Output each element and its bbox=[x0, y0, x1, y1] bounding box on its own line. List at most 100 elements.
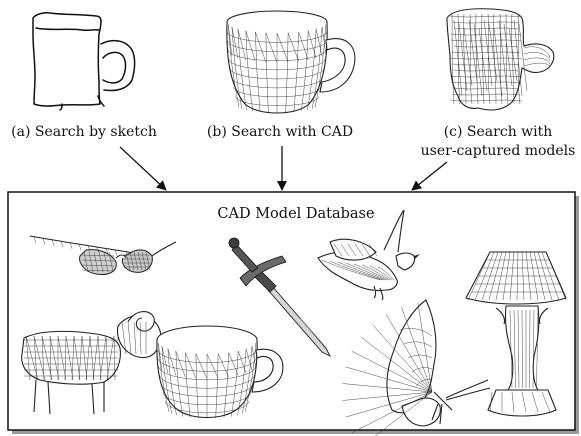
wireframe-edge bbox=[185, 352, 191, 418]
wireframe-edge bbox=[175, 350, 183, 417]
wireframe-edge bbox=[307, 28, 317, 111]
wireframe-edge bbox=[403, 341, 433, 348]
wireframe-edge bbox=[536, 309, 539, 389]
caption-search-with-user-captured-line1: (c) Search with bbox=[444, 124, 553, 140]
lamp-model bbox=[465, 251, 567, 417]
wireframe-edge bbox=[265, 32, 278, 63]
wireframe-edge bbox=[81, 254, 115, 257]
wireframe-edge bbox=[469, 13, 473, 105]
wireframe-edge bbox=[345, 262, 387, 281]
wireframe-edge bbox=[483, 19, 493, 87]
wireframe-edge bbox=[399, 328, 433, 337]
wireframe-edge bbox=[511, 13, 515, 105]
wireframe-edge bbox=[407, 354, 433, 359]
wireframe-edge bbox=[241, 346, 253, 414]
wireframe-edge bbox=[450, 75, 522, 78]
wireframe-edge bbox=[453, 19, 463, 97]
scanned-mug-mesh bbox=[446, 8, 555, 111]
database-mug-wireframe bbox=[156, 325, 284, 419]
wireframe-edge bbox=[452, 51, 520, 54]
wireframe-edge bbox=[449, 15, 523, 18]
wireframe-edge bbox=[293, 31, 299, 112]
wireframe-edge bbox=[468, 19, 478, 82]
wireframe-edge bbox=[451, 13, 455, 105]
wireframe-edge bbox=[195, 353, 208, 379]
wireframe-edge bbox=[523, 57, 551, 65]
wireframe-edge bbox=[351, 350, 433, 393]
wireframe-edge bbox=[167, 348, 177, 376]
wireframe-edge bbox=[475, 13, 479, 105]
wireframe-edge bbox=[517, 309, 520, 389]
wireframe-edge bbox=[195, 353, 199, 419]
wireframe-edge bbox=[103, 251, 109, 273]
wireframe-edge bbox=[167, 348, 177, 416]
wireframe-edge bbox=[158, 343, 163, 371]
arrow-user-to-database bbox=[411, 161, 448, 191]
caption-search-by-sketch: (a) Search by sketch bbox=[11, 124, 157, 140]
wireframe-edge bbox=[81, 264, 115, 267]
wireframe-edge bbox=[311, 26, 323, 109]
ram-model bbox=[21, 311, 162, 415]
wireframe-edge bbox=[342, 391, 433, 401]
wireframe-edge bbox=[285, 32, 289, 113]
wireframe-edge bbox=[314, 24, 326, 108]
wireframe-edge bbox=[108, 251, 114, 273]
wireframe-edge bbox=[345, 366, 433, 393]
wireframe-edge bbox=[532, 309, 535, 389]
wireframe-edge bbox=[385, 314, 433, 393]
wireframe-edge bbox=[337, 261, 385, 281]
database-title: CAD Model Database bbox=[217, 206, 374, 222]
wireframe-edge bbox=[361, 264, 391, 281]
wireframe-edge bbox=[498, 19, 508, 92]
wireframe-edge bbox=[417, 303, 433, 393]
wireframe-edge bbox=[33, 236, 37, 244]
wireframe-edge bbox=[255, 31, 267, 63]
wireframe-edge bbox=[452, 21, 520, 24]
wireframe-edge bbox=[351, 391, 433, 434]
wireframe-edge bbox=[377, 266, 395, 281]
wireframe-edge bbox=[340, 243, 350, 257]
wireframe-edge bbox=[231, 26, 239, 59]
wireframe-edge bbox=[114, 249, 118, 256]
wireframe-edge bbox=[452, 93, 520, 96]
cad-mug-wireframe bbox=[226, 10, 356, 114]
wireframe-edge bbox=[493, 13, 497, 105]
wireframe-edge bbox=[121, 321, 127, 355]
sketch-mug-drawing bbox=[32, 12, 136, 111]
wireframe-edge bbox=[105, 248, 109, 255]
wireframe-edge bbox=[237, 28, 247, 61]
wireframe-edge bbox=[237, 348, 247, 416]
wireframe-edge bbox=[345, 391, 433, 418]
wireframe-edge bbox=[369, 265, 393, 281]
wireframe-edge bbox=[531, 391, 539, 413]
wireframe-edge bbox=[329, 260, 383, 281]
wireframe-edge bbox=[347, 243, 357, 257]
wireframe-edge bbox=[333, 243, 343, 257]
wireframe-edge bbox=[81, 269, 115, 272]
wireframe-edge bbox=[529, 309, 531, 389]
wireframe-edge bbox=[245, 30, 253, 112]
wireframe-edge bbox=[87, 245, 91, 252]
wireframe-edge bbox=[158, 343, 170, 412]
wireframe-edge bbox=[81, 259, 115, 262]
wireframe-edge bbox=[265, 32, 269, 113]
wireframe-edge bbox=[374, 391, 433, 436]
wireframe-edge bbox=[521, 391, 527, 413]
wireframe-edge bbox=[301, 30, 309, 112]
wireframe-edge bbox=[457, 13, 461, 105]
wireframe-edge bbox=[354, 243, 364, 257]
wireframe-edge bbox=[161, 346, 169, 374]
wireframe-edge bbox=[361, 243, 371, 257]
wireframe-edge bbox=[493, 27, 503, 97]
caption-search-with-user-captured-line2: user-captured models bbox=[421, 143, 576, 159]
wireframe-edge bbox=[541, 391, 551, 413]
wireframe-edge bbox=[508, 27, 518, 82]
wireframe-edge bbox=[127, 321, 132, 355]
wireframe-edge bbox=[523, 52, 551, 62]
wireframe-edge bbox=[463, 13, 467, 105]
butterfly-model bbox=[342, 299, 491, 436]
wireframe-edge bbox=[505, 13, 509, 105]
wireframe-edge bbox=[255, 31, 261, 112]
wireframe-edge bbox=[215, 353, 219, 419]
wireframe-edge bbox=[223, 352, 229, 418]
